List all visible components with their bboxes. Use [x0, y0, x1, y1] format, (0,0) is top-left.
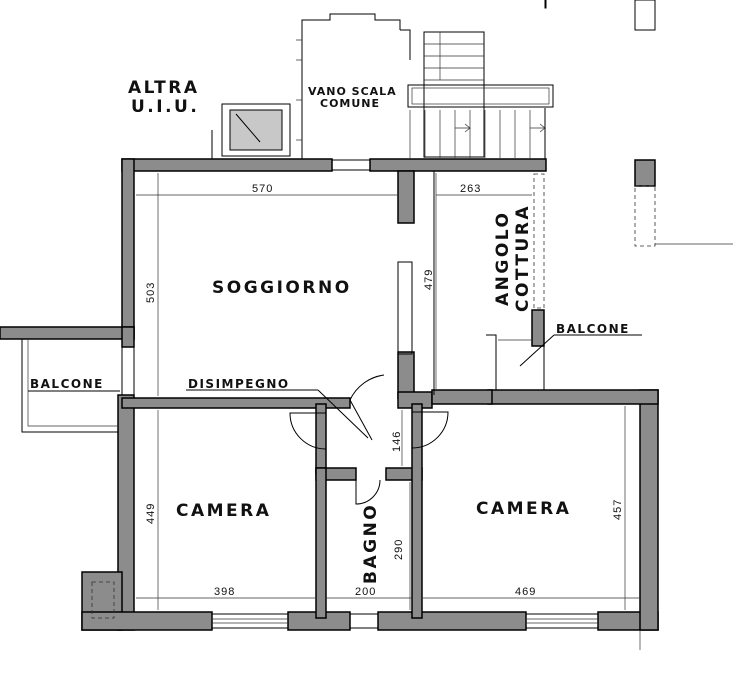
dim-cottura-depth: 479	[423, 269, 435, 290]
label-leaders	[28, 334, 642, 439]
balcony-right	[486, 334, 545, 390]
label-altra-1: ALTRA	[128, 78, 200, 98]
label-cottura: COTTURA	[513, 204, 533, 312]
dim-cottura-width: 263	[460, 183, 481, 195]
staircase-area	[296, 0, 656, 160]
label-vano-2: COMUNE	[320, 97, 380, 110]
dim-soggiorno-depth: 503	[145, 282, 157, 303]
label-camera-right: CAMERA	[476, 499, 571, 519]
elevator-box	[211, 103, 291, 161]
dim-bagno-width: 200	[355, 586, 376, 598]
dim-disimpegno-depth: 146	[391, 431, 403, 452]
label-balcone-right: BALCONE	[556, 322, 630, 336]
label-vano-1: VANO SCALA	[308, 85, 397, 98]
label-bagno: BAGNO	[361, 503, 381, 584]
label-disimpegno: DISIMPEGNO	[188, 377, 290, 391]
interior-lines	[397, 171, 435, 395]
label-camera-left: CAMERA	[176, 501, 271, 521]
label-altra-2: U.I.U.	[131, 97, 199, 117]
label-balcone-left: BALCONE	[30, 377, 104, 391]
doors	[289, 374, 449, 505]
label-soggiorno: SOGGIORNO	[212, 278, 352, 298]
right-external	[634, 159, 733, 650]
dim-camera-left-width: 398	[214, 586, 235, 598]
windows	[121, 159, 599, 629]
dim-camera-right-depth: 457	[612, 499, 624, 520]
dim-camera-right-width: 469	[515, 586, 536, 598]
balcony-left	[21, 339, 118, 433]
dim-soggiorno-width: 570	[252, 183, 273, 195]
dim-camera-left-depth: 449	[145, 503, 157, 524]
bottom-left-box	[91, 581, 115, 619]
walls	[0, 158, 659, 631]
dimension-lines	[136, 173, 640, 610]
label-angolo: ANGOLO	[493, 211, 513, 306]
dim-bagno-depth: 290	[393, 539, 405, 560]
